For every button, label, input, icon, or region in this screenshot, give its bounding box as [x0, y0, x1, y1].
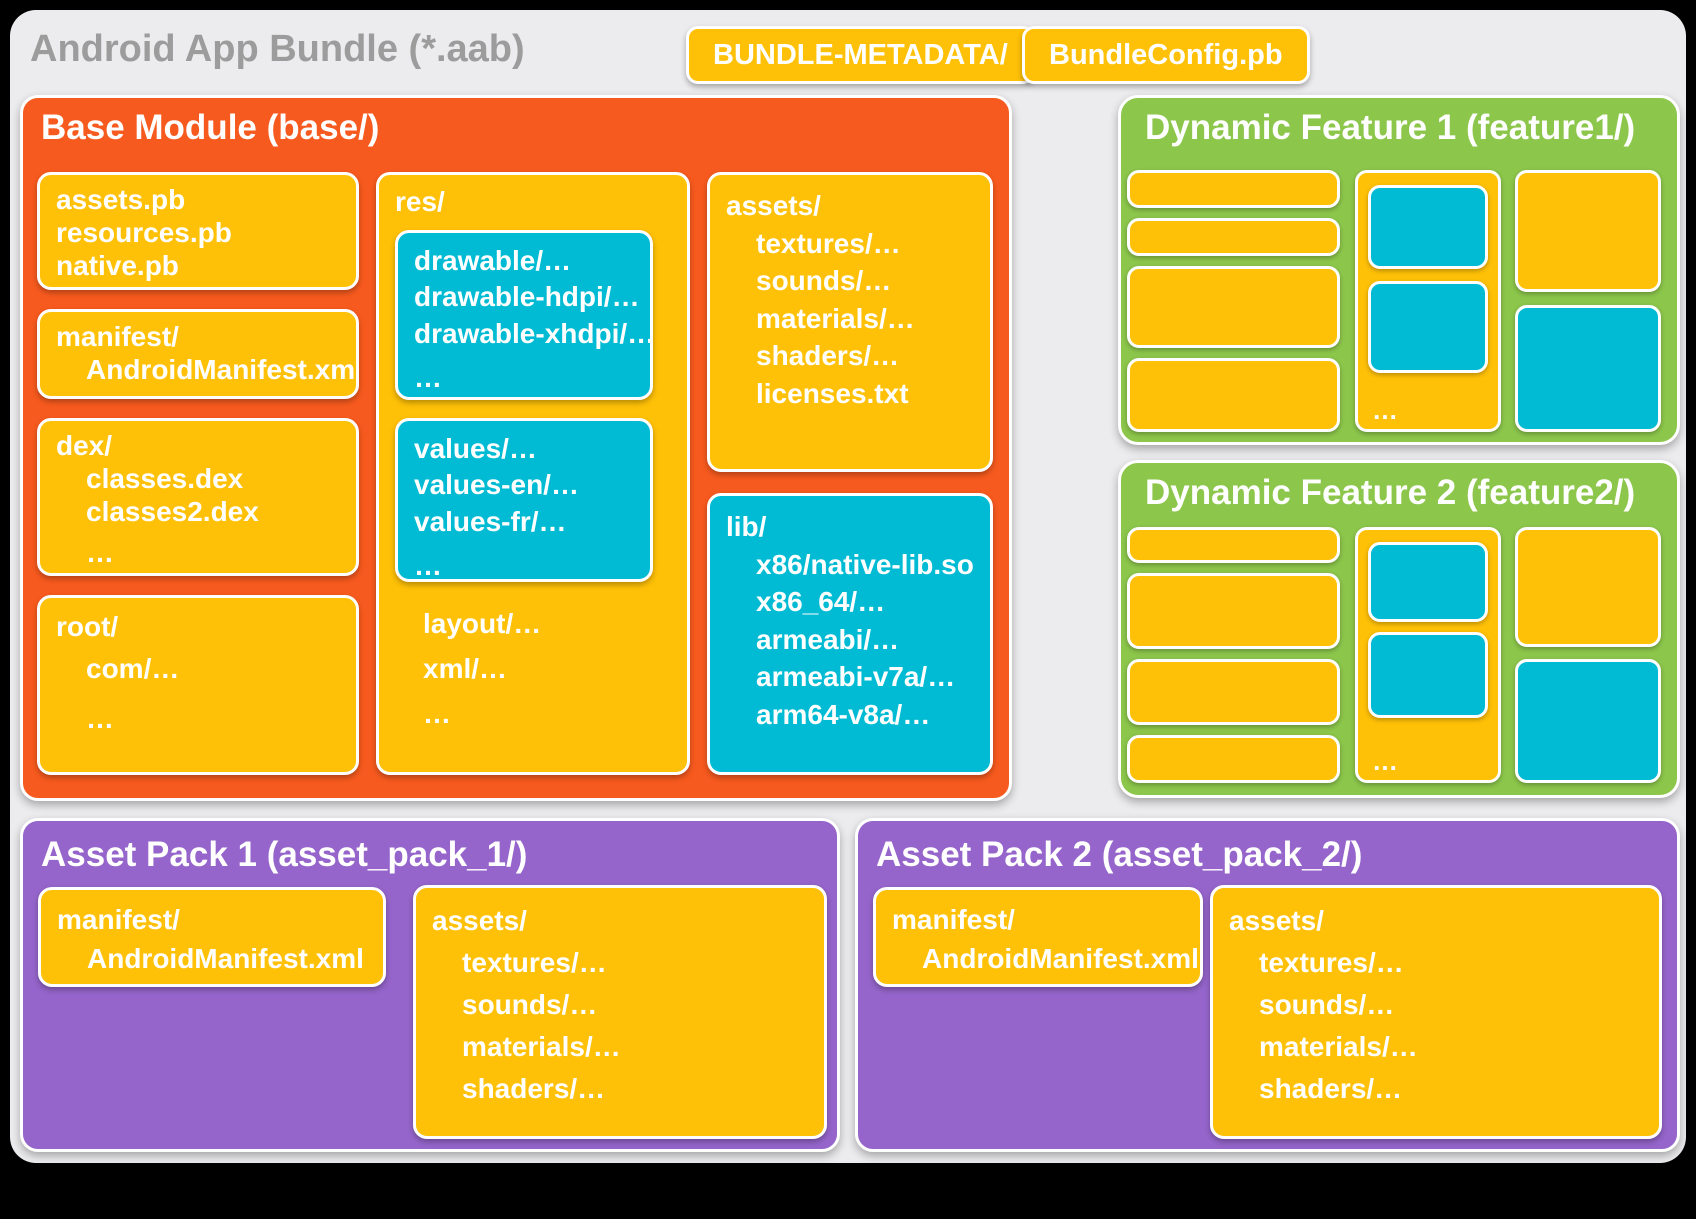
folder-entry: armeabi/… [756, 623, 900, 655]
file-entry: AndroidManifest.xml [87, 943, 364, 975]
feature-group-chip: … [1355, 170, 1501, 432]
folder-entry: sounds/… [756, 265, 892, 297]
assets-box: assets/ textures/… sounds/… materials/… … [1210, 885, 1662, 1139]
dynamic-feature-1-panel: Dynamic Feature 1 (feature1/) … [1118, 95, 1680, 445]
feature-file-chip [1515, 305, 1661, 432]
dynamic-feature-1-title: Dynamic Feature 1 (feature1/) [1145, 108, 1636, 147]
folder-entry: shaders/… [756, 340, 900, 372]
folder-entry: lib/ [726, 511, 767, 542]
asset-pack-2-panel: Asset Pack 2 (asset_pack_2/) manifest/ A… [855, 818, 1680, 1152]
file-entry: licenses.txt [756, 377, 909, 409]
feature-file-chip [1127, 735, 1340, 783]
feature-file-chip [1515, 659, 1661, 783]
folder-entry: values-fr/… [414, 505, 567, 537]
ellipsis-entry: … [414, 550, 442, 582]
file-entry: classes2.dex [86, 496, 259, 528]
folder-entry: shaders/… [1259, 1073, 1403, 1104]
ellipsis-entry: … [86, 703, 114, 734]
folder-entry: textures/… [462, 947, 607, 978]
base-module-title: Base Module (base/) [41, 108, 380, 147]
folder-entry: drawable/… [414, 245, 572, 277]
asset-pack-1-panel: Asset Pack 1 (asset_pack_1/) manifest/ A… [20, 818, 840, 1152]
folder-entry: materials/… [1259, 1031, 1418, 1062]
file-entry: AndroidManifest.xml [922, 943, 1199, 975]
bundle-config-chip: BundleConfig.pb [1022, 26, 1310, 84]
folder-entry: textures/… [756, 227, 901, 259]
values-box: values/… values-en/… values-fr/… … [395, 418, 653, 583]
file-entry: AndroidManifest.xml [86, 354, 359, 386]
folder-entry: com/… [86, 653, 180, 684]
folder-entry: res/ [395, 186, 445, 217]
assets-box: assets/ textures/… sounds/… materials/… … [413, 885, 827, 1139]
lib-box: lib/ x86/native-lib.so x86_64/… armeabi/… [707, 493, 993, 775]
folder-entry: manifest/ [57, 904, 180, 935]
ellipsis-entry: … [414, 362, 442, 394]
folder-entry: manifest/ [56, 321, 179, 352]
folder-entry: values/… [414, 433, 537, 465]
manifest-box: manifest/ AndroidManifest.xml [873, 887, 1203, 987]
page-title: Android App Bundle (*.aab) [30, 28, 525, 70]
feature-file-chip [1368, 542, 1488, 622]
manifest-box: manifest/ AndroidManifest.xml [38, 887, 386, 987]
folder-entry: assets/ [1229, 905, 1324, 936]
feature-file-chip [1127, 266, 1340, 348]
bundle-metadata-chip: BUNDLE-METADATA/ [686, 26, 1035, 84]
ellipsis-entry: … [1372, 746, 1398, 776]
folder-entry: arm64-v8a/… [756, 698, 931, 730]
feature-file-chip [1127, 358, 1340, 432]
asset-pack-2-title: Asset Pack 2 (asset_pack_2/) [876, 835, 1363, 874]
feature-file-chip [1127, 659, 1340, 725]
assets-box: assets/ textures/… sounds/… materials/… … [707, 172, 993, 472]
asset-pack-1-title: Asset Pack 1 (asset_pack_1/) [41, 835, 528, 874]
feature-file-chip [1368, 185, 1488, 269]
manifest-box: manifest/ AndroidManifest.xml [37, 309, 359, 399]
feature-file-chip [1368, 632, 1488, 718]
feature-file-chip [1515, 527, 1661, 647]
res-tail-entries: layout/… xml/… … [395, 602, 671, 736]
folder-entry: drawable-xhdpi/… [414, 317, 656, 349]
folder-entry: manifest/ [892, 904, 1015, 935]
dex-box: dex/ classes.dex classes2.dex … [37, 418, 359, 576]
root-box: root/ com/… … [37, 595, 359, 775]
file-entry: classes.dex [86, 463, 244, 495]
file-entry: assets.pb [56, 184, 186, 215]
bundle-meta-files-box: assets.pb resources.pb native.pb [37, 172, 359, 290]
ellipsis-entry: … [1372, 395, 1398, 425]
feature-group-chip: … [1355, 527, 1501, 783]
folder-entry: root/ [56, 611, 119, 642]
folder-entry: assets/ [726, 190, 821, 221]
feature-file-chip [1127, 573, 1340, 649]
drawable-box: drawable/… drawable-hdpi/… drawable-xhdp… [395, 230, 656, 401]
folder-entry: dex/ [56, 430, 113, 461]
feature-file-chip [1368, 281, 1488, 373]
folder-entry: sounds/… [1259, 989, 1395, 1020]
feature-file-chip [1127, 170, 1340, 208]
folder-entry: xml/… [423, 652, 508, 684]
file-entry: native.pb [56, 250, 179, 282]
res-box: res/ drawable/… drawable-hdpi/… drawable… [376, 172, 690, 775]
folder-entry: x86_64/… [756, 586, 886, 618]
feature-file-chip [1127, 527, 1340, 563]
ellipsis-entry: … [86, 537, 114, 569]
folder-entry: textures/… [1259, 947, 1404, 978]
feature-file-chip [1515, 170, 1661, 292]
ellipsis-entry: … [423, 697, 451, 729]
folder-entry: materials/… [462, 1031, 621, 1062]
folder-entry: shaders/… [462, 1073, 606, 1104]
base-module-column-1: assets.pb resources.pb native.pb manifes… [37, 172, 359, 775]
base-module-panel: Base Module (base/) assets.pb resources.… [20, 95, 1012, 801]
folder-entry: layout/… [423, 608, 542, 640]
file-entry: x86/native-lib.so [756, 548, 974, 580]
feature-file-chip [1127, 218, 1340, 256]
dynamic-feature-2-panel: Dynamic Feature 2 (feature2/) … [1118, 460, 1680, 798]
folder-entry: sounds/… [462, 989, 598, 1020]
folder-entry: assets/ [432, 905, 527, 936]
folder-entry: drawable-hdpi/… [414, 281, 640, 313]
folder-entry: armeabi-v7a/… [756, 661, 956, 693]
folder-entry: values-en/… [414, 469, 579, 501]
dynamic-feature-2-title: Dynamic Feature 2 (feature2/) [1145, 473, 1636, 512]
file-entry: resources.pb [56, 217, 232, 249]
folder-entry: materials/… [756, 302, 915, 334]
